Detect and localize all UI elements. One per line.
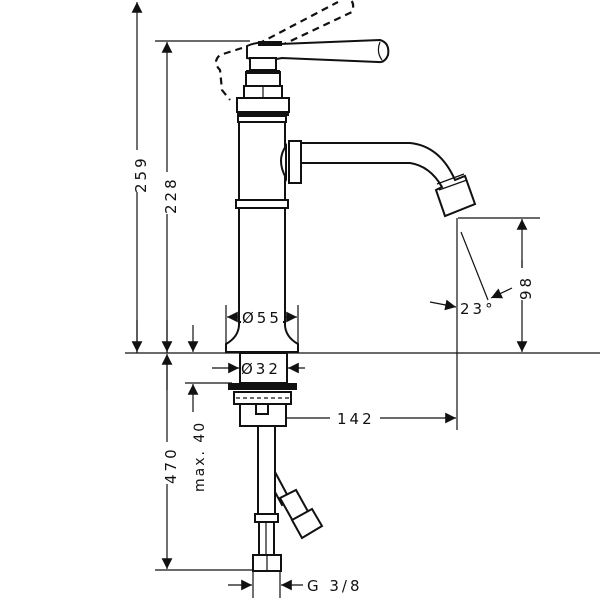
dimension-label-228: 228	[162, 176, 180, 214]
dimension-label-diameter-32: Ø32	[241, 360, 281, 378]
spout	[300, 142, 477, 218]
dimension-98: 98	[513, 219, 535, 352]
faucet-body: Ø55 Ø32	[212, 0, 477, 572]
dimension-259: 259	[128, 1, 150, 353]
dimension-label-470: 470	[162, 446, 180, 484]
dimension-diameter-32: Ø32	[212, 360, 305, 378]
dimension-label-g-3-8: G 3/8	[307, 577, 363, 595]
dimension-label-23: 23°	[460, 300, 496, 318]
dimension-g-3-8: G 3/8	[228, 572, 363, 598]
supply-hose	[257, 425, 276, 517]
dimension-diameter-55: Ø55	[225, 305, 299, 345]
dimension-470: 470	[158, 354, 180, 569]
dimension-label-259: 259	[132, 155, 150, 193]
dimension-142: 142	[266, 410, 456, 428]
dimension-23-degrees: 23°	[429, 231, 513, 318]
dimension-label-98: 98	[517, 275, 535, 300]
dimension-228: 228	[158, 42, 180, 353]
dimension-label-142: 142	[337, 410, 375, 428]
dimension-max-40: max. 40	[187, 325, 208, 492]
dimension-label-max-40: max. 40	[192, 421, 208, 492]
dimension-label-diameter-55: Ø55	[242, 309, 282, 327]
